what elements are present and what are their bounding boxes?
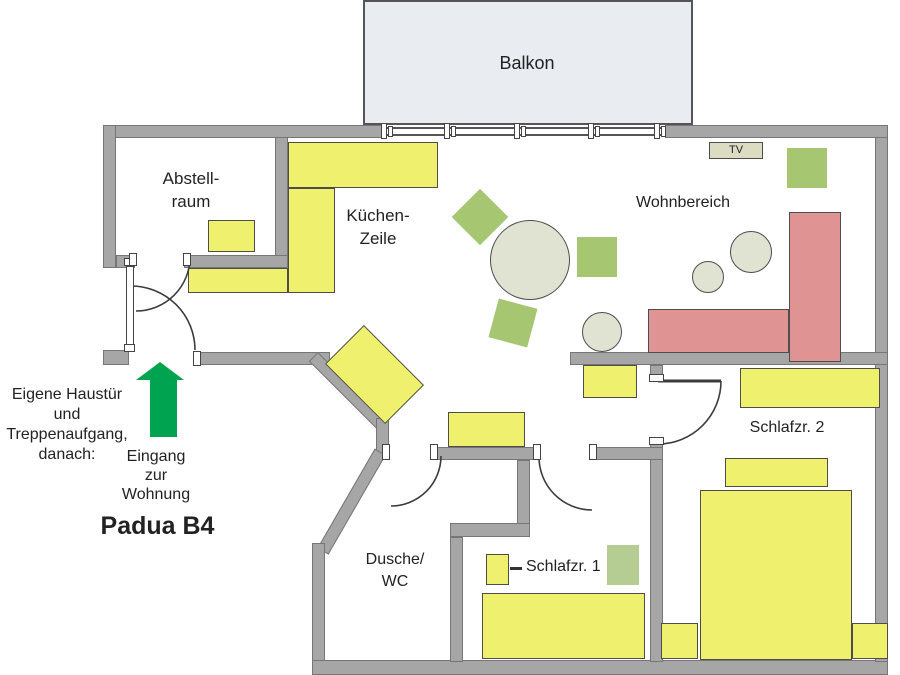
entrance-arrow-label-line: Eingang	[126, 448, 186, 465]
tv-label-line: TV	[728, 144, 744, 156]
storage-door-cap-left	[129, 253, 137, 266]
storage-room-label-line: raum	[171, 192, 211, 211]
window-mullion-inner-1	[388, 126, 393, 137]
bedroom2-label-line: Schlafzr. 2	[749, 419, 825, 436]
wc-door-cap-right	[430, 444, 438, 460]
box-bedroom1	[486, 554, 509, 585]
storage-box	[208, 220, 255, 252]
bedroom1-door-arc	[538, 456, 593, 511]
tv-board	[709, 142, 763, 159]
window-mullion-inner-4	[595, 126, 600, 137]
entrance-arrow-label-line: zur	[144, 467, 168, 484]
entrance-door-leaf	[126, 266, 134, 348]
kitchen-counter-side	[288, 188, 335, 293]
window-mullion-inner-5	[661, 126, 666, 137]
wc-door-arc	[390, 455, 442, 507]
bathroom-label: Dusche/WC	[325, 549, 465, 593]
storage-room-label: Abstell-raum	[121, 167, 261, 213]
entrance-arrow-label-line: Wohnung	[121, 486, 191, 503]
plan-title: Padua B4	[75, 512, 240, 540]
bathroom-label-line: WC	[381, 573, 409, 590]
entrance-arrow-body	[150, 379, 177, 437]
bedroom2-door-arc	[657, 380, 722, 445]
shelf-bedroom2	[725, 458, 828, 487]
nightstand-left	[661, 623, 698, 659]
bedroom1-label: Schlafzr. 1	[526, 558, 646, 576]
storage-room-label-line: Abstell-	[162, 169, 220, 188]
balcony-area	[363, 0, 693, 125]
window-mullion-2	[444, 123, 450, 139]
window-mullion-inner-3	[521, 126, 526, 137]
green-square-living	[787, 148, 827, 188]
wc-door-cap-left	[382, 444, 390, 460]
window-mullion-inner-2	[451, 126, 456, 137]
balcony-label-line: Balkon	[499, 53, 555, 73]
wall-bedroom1-left	[450, 537, 463, 662]
side-table	[582, 312, 622, 352]
bed-bedroom2	[700, 490, 852, 660]
dining-table	[490, 220, 570, 300]
bed-bedroom1	[482, 593, 645, 659]
wardrobe-bedroom2	[740, 368, 880, 408]
hall-wall-cap	[193, 351, 201, 366]
kitchen-counter-low	[188, 268, 288, 293]
entrance-note-line: und	[53, 406, 81, 423]
green-square-bedroom1	[607, 545, 639, 585]
bedroom2-label: Schlafzr. 2	[717, 419, 857, 437]
sofa-short	[789, 212, 841, 362]
bedroom2-door-cap-bottom	[649, 437, 664, 445]
balcony-label: Balkon	[457, 52, 597, 74]
nightstand-right	[852, 623, 888, 659]
wall-niche-horizontal	[450, 523, 530, 537]
sofa-long	[648, 309, 789, 353]
storage-door-arc	[135, 256, 191, 312]
living-table-large	[730, 231, 772, 273]
window-mullion-4	[588, 123, 594, 139]
window-mullion-5	[654, 123, 660, 139]
tv-label: TV	[709, 143, 763, 158]
entrance-note-line: Treppenaufgang,	[6, 426, 128, 443]
bedroom2-door-cap-top	[649, 374, 664, 382]
window-mullion-3	[514, 123, 520, 139]
corridor-sideboard	[583, 365, 637, 398]
living-table-small	[692, 261, 724, 293]
living-area-label: Wohnbereich	[613, 194, 753, 212]
entrance-note-line: Eigene Haustür	[11, 386, 123, 403]
wall-left-lower	[103, 350, 129, 365]
window-mullion-1	[381, 123, 387, 139]
bathroom-label-line: Dusche/	[365, 551, 425, 568]
plan-title-line: Padua B4	[100, 512, 215, 540]
entrance-arrow-head	[136, 362, 184, 380]
kitchen-label: Küchen- Zeile	[308, 204, 448, 250]
bedroom1-door-cap-left	[533, 444, 541, 460]
entrance-door-arc	[130, 285, 196, 351]
bedroom1-door-cap-right	[589, 444, 597, 460]
entrance-note-line: danach:	[38, 446, 96, 463]
dining-chair-east	[577, 237, 617, 277]
bedroom1-label-line: Schlafzr. 1	[526, 558, 601, 575]
kitchen-label-line: Küchen-	[346, 206, 410, 225]
living-area-label-line: Wohnbereich	[636, 194, 730, 211]
hall-sideboard	[448, 412, 525, 447]
wall-left-upper	[103, 125, 116, 268]
label-connector-dash	[510, 567, 522, 570]
kitchen-counter-top	[288, 142, 438, 188]
kitchen-label-line: Zeile	[359, 229, 397, 248]
entrance-cap-bottom	[124, 344, 135, 352]
storage-door-cap-right	[183, 253, 191, 266]
